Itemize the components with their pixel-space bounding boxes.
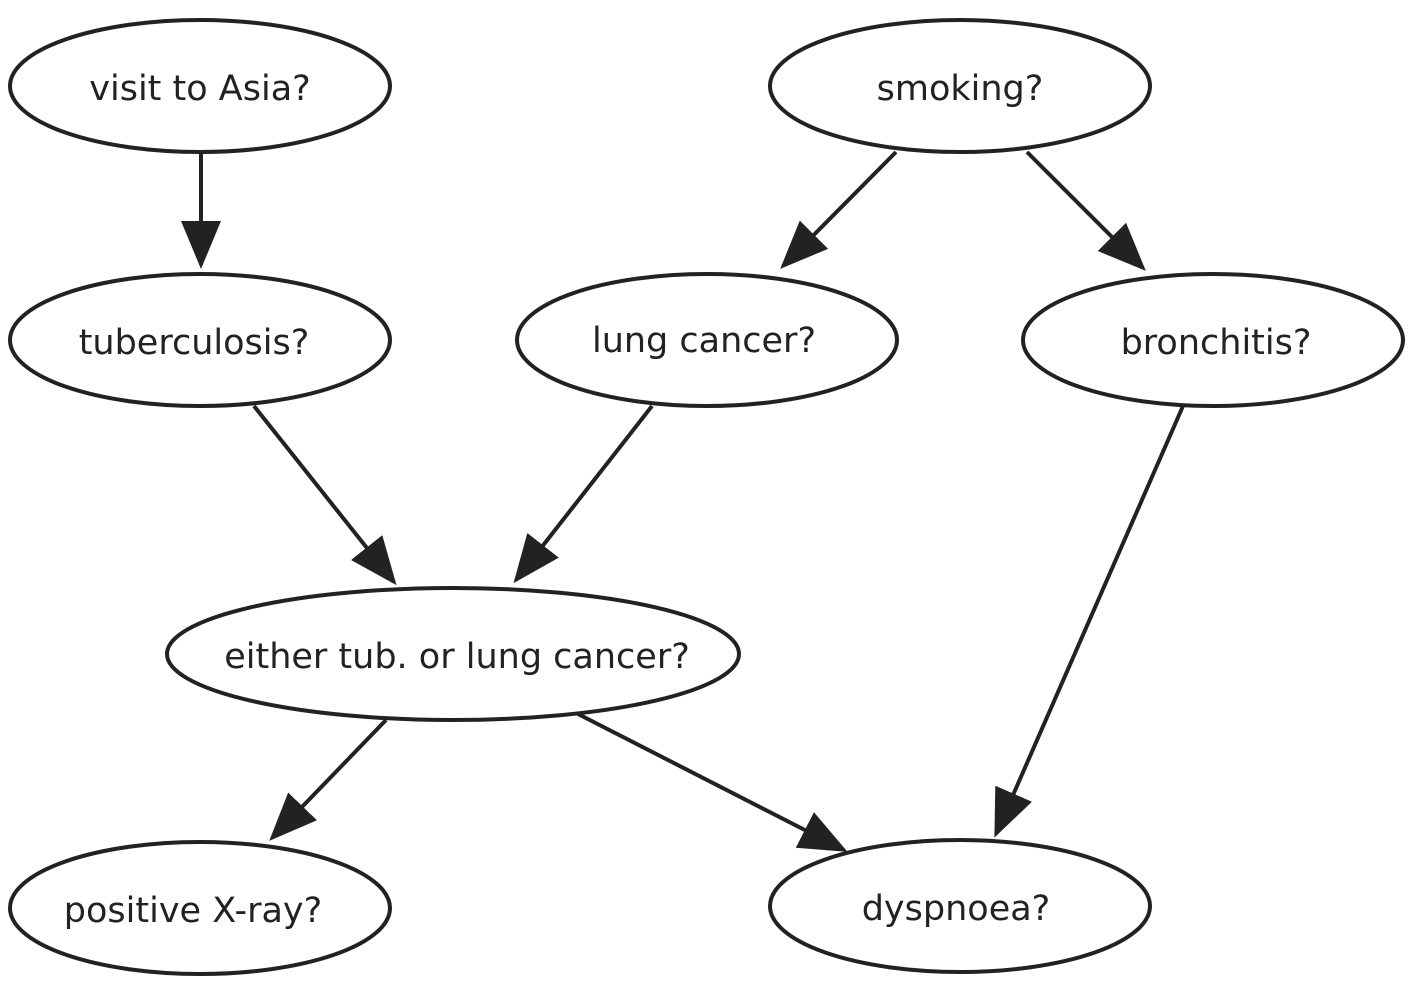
node-label: either tub. or lung cancer? [224, 637, 690, 677]
node-label: visit to Asia? [89, 69, 310, 109]
edge-tuberculosis-to-either [252, 404, 397, 586]
edge-smoking-to-bronchitis [1025, 150, 1146, 271]
node-label: bronchitis? [1121, 323, 1312, 363]
node-smoking: smoking? [768, 18, 1152, 154]
node-ellipse [8, 840, 392, 976]
node-positive-xray: positive X-ray? [8, 840, 392, 976]
node-ellipse [8, 18, 392, 154]
edge-either-to-dyspnoea [577, 712, 848, 852]
node-bronchitis: bronchitis? [1021, 272, 1405, 408]
edge-bronchitis-to-dyspnoea [994, 405, 1185, 838]
node-ellipse [768, 18, 1152, 154]
node-either-tub-or-lung-cancer: either tub. or lung cancer? [165, 586, 741, 722]
node-visit-to-asia: visit to Asia? [8, 18, 392, 154]
node-label: lung cancer? [592, 321, 816, 361]
node-label: positive X-ray? [64, 891, 322, 931]
node-ellipse [8, 272, 392, 408]
node-label: tuberculosis? [79, 323, 310, 363]
nodes-layer: visit to Asia? smoking? tuberculosis? lu… [8, 18, 1405, 976]
node-label: dyspnoea? [862, 889, 1051, 929]
node-ellipse [1021, 272, 1405, 408]
edge-either-to-xray [269, 718, 388, 841]
edge-lung-cancer-to-either [513, 404, 654, 584]
node-label: smoking? [877, 69, 1044, 109]
node-ellipse [165, 586, 741, 722]
edge-smoking-to-lung-cancer [780, 150, 898, 269]
node-ellipse [768, 838, 1152, 974]
node-tuberculosis: tuberculosis? [8, 272, 392, 408]
node-lung-cancer: lung cancer? [515, 272, 899, 408]
node-ellipse [515, 272, 899, 408]
edges-layer [181, 150, 1185, 852]
node-dyspnoea: dyspnoea? [768, 838, 1152, 974]
